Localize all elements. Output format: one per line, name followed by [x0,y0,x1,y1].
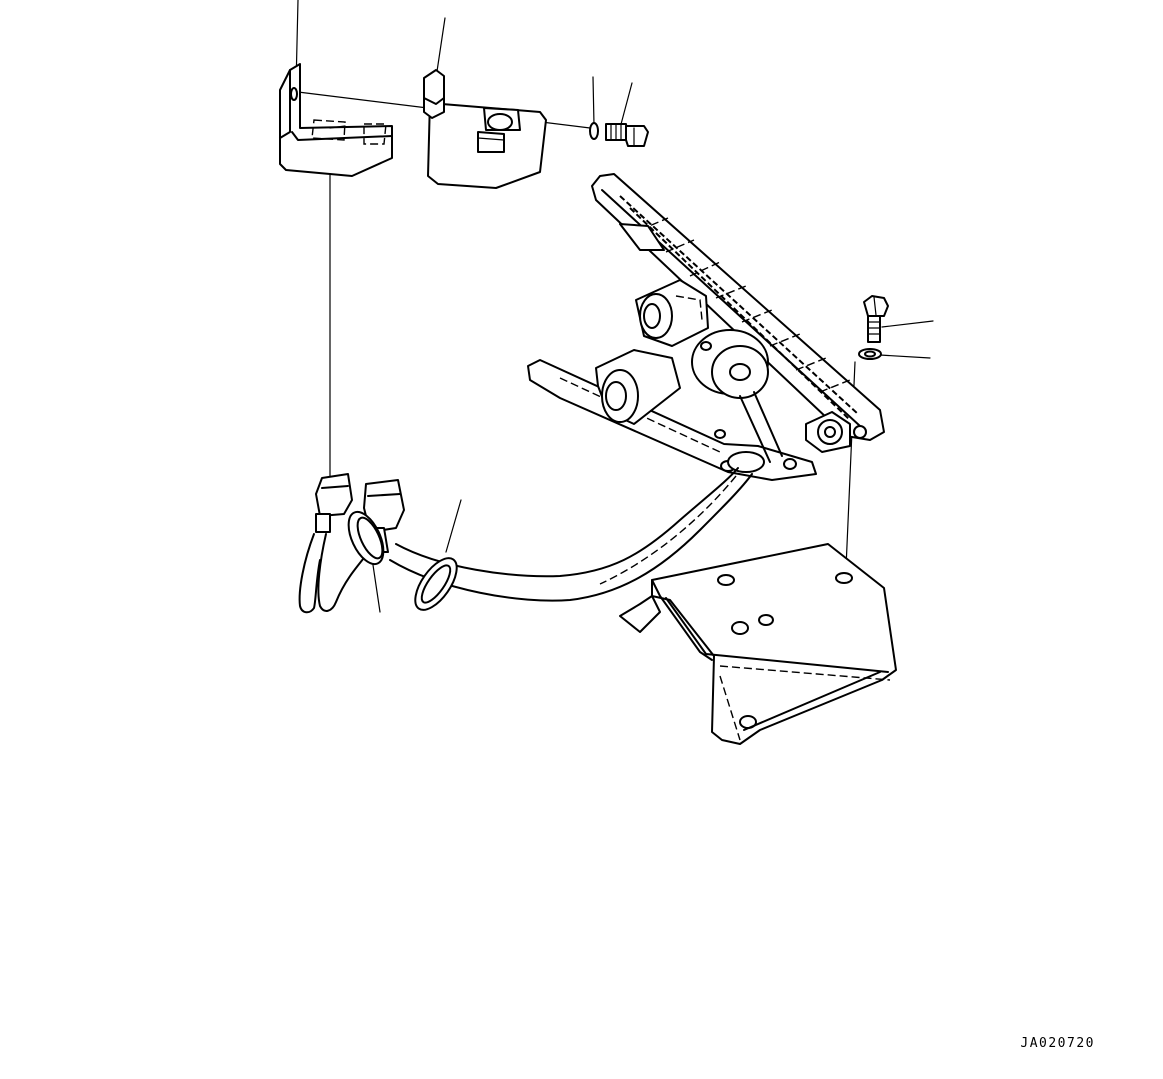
leader-line-cover [435,17,446,79]
leader-line-grommet [372,564,381,613]
bolt-right [863,295,889,343]
cover [423,69,547,189]
mounting-plate [619,543,897,745]
leader-line-washer-right [879,354,931,359]
drawing-code-label: JA020720 [1020,1036,1095,1051]
connector [298,473,405,614]
grommet [347,510,385,566]
washer [589,122,599,140]
pedal-assembly [527,173,885,481]
leader-line-bolt [619,82,633,129]
bracket [279,63,393,177]
leader-line-bolt-right [881,320,934,328]
pedal-ribs [639,217,851,393]
washer-right [858,348,882,360]
bolt [605,123,649,147]
leader-line-washer [592,76,595,126]
leader-line-clamp [445,499,462,553]
clamp [414,557,458,611]
harness-cable [389,467,753,602]
